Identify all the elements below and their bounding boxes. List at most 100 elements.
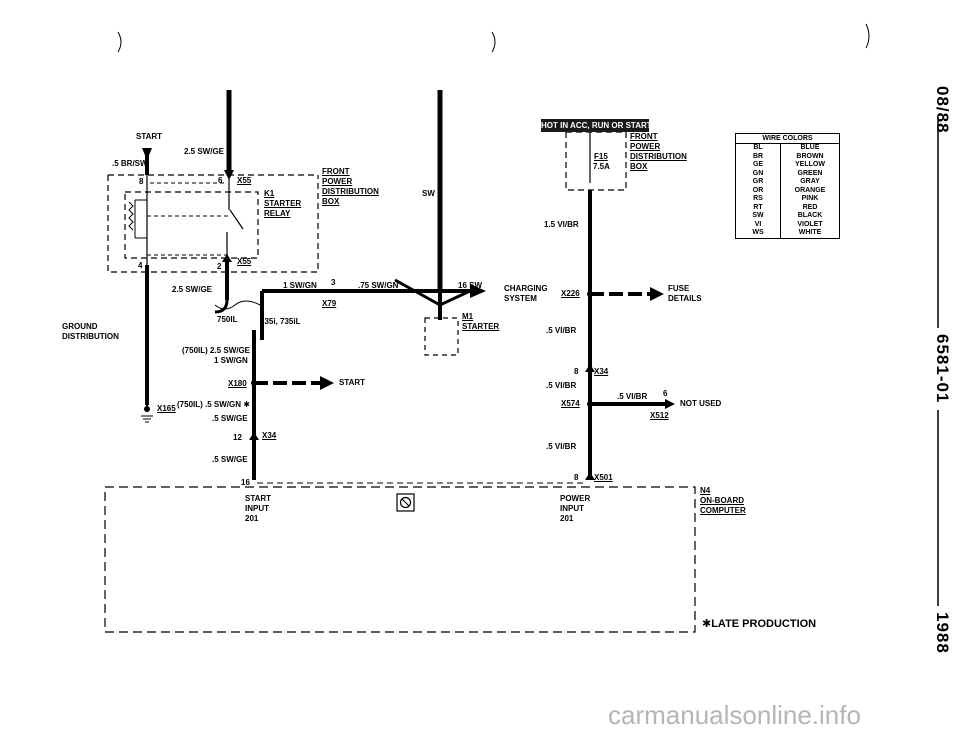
label-power-input-3: 201: [560, 514, 574, 523]
watermark: carmanualsonline.info: [608, 700, 861, 730]
label-wire-5-brsw: .5 BR/SW: [112, 159, 148, 168]
label-start-input-1: START: [245, 494, 272, 503]
split-bracket: [214, 300, 261, 310]
label-n4-3: COMPUTER: [700, 506, 746, 515]
margin-year: 1988: [933, 612, 952, 654]
label-fpd-left-1: FRONT: [322, 167, 350, 176]
diagnostic-socket-icon: [396, 493, 415, 512]
label-wire-5-vibr-b: .5 VI/BR: [546, 381, 577, 390]
wire-color-code: GR: [735, 178, 781, 187]
wire-color-name: ORANGE: [794, 186, 826, 194]
label-ground-1: GROUND: [62, 322, 98, 331]
node-x574: [587, 401, 593, 407]
corner-mark-left: [117, 31, 122, 53]
fpd-box-right: [565, 131, 627, 191]
label-pin-4: 4: [138, 261, 143, 270]
arrow-charging: [470, 284, 486, 298]
label-x79: X79: [322, 299, 337, 308]
label-wire-5-swge-b: .5 SW/GE: [212, 455, 248, 464]
label-wire-15-vibr: 1.5 VI/BR: [544, 220, 579, 229]
wire-color-name: VIOLET: [797, 220, 823, 228]
label-n4-2: ON-BOARD: [700, 496, 744, 505]
label-pin-6-b: 6: [663, 389, 668, 398]
fpd-box-left: [107, 174, 319, 273]
label-start-input-2: INPUT: [245, 504, 269, 513]
label-x501: X501: [594, 473, 613, 482]
connector-x55-bottom: [222, 254, 232, 262]
label-x34-left: X34: [262, 431, 277, 440]
wire-color-code: SW: [735, 212, 781, 221]
label-x512: X512: [650, 411, 669, 420]
label-fpd-right-1: FRONT: [630, 132, 658, 141]
label-not-used: NOT USED: [680, 399, 722, 408]
label-x226: X226: [561, 289, 580, 298]
corner-mark-mid: [491, 31, 496, 53]
label-pin-8-c: 8: [574, 473, 579, 482]
wire-color-row: GR GRAY: [735, 178, 840, 187]
wire-color-row: VI VIOLET: [735, 220, 840, 229]
wire-color-code: RS: [735, 195, 781, 204]
connector-x55-top: [224, 170, 234, 180]
margin-doc-number: 6581-01: [933, 334, 952, 404]
label-m1-1: M1: [462, 312, 474, 321]
wire-color-name: GREEN: [797, 169, 823, 177]
connector-x501: [585, 472, 595, 480]
label-pin-16: 16: [241, 478, 250, 487]
label-f15: F15: [594, 152, 608, 161]
label-wire-5-swge-a: .5 SW/GE: [212, 414, 248, 423]
label-pin-2: 2: [217, 262, 222, 271]
label-power-input-2: INPUT: [560, 504, 584, 513]
wire-color-name: GRAY: [800, 178, 820, 185]
label-k1-3: RELAY: [264, 209, 291, 218]
ground-node: [144, 406, 150, 412]
label-fpd-left-2: POWER: [322, 177, 353, 186]
arrow-fuse: [650, 287, 664, 301]
label-ground-2: DISTRIBUTION: [62, 332, 119, 341]
label-wire-25-swge-top: 2.5 SW/GE: [184, 147, 225, 156]
label-wire-750il-25: (750IL) 2.5 SW/GE: [182, 346, 251, 355]
label-x180: X180: [228, 379, 247, 388]
label-start-input-3: 201: [245, 514, 259, 523]
label-f15-amp: 7.5A: [593, 162, 610, 171]
arrow-x180-start: [320, 376, 334, 390]
wire-color-code: OR: [735, 186, 781, 195]
label-charging-1: CHARGING: [504, 284, 548, 293]
k1-box: [124, 191, 259, 259]
label-k1-1: K1: [264, 189, 275, 198]
m1-box: [424, 317, 459, 356]
label-wire-5-vibr-c: .5 VI/BR: [617, 392, 648, 401]
label-735i: 735i, 735iL: [260, 317, 301, 326]
connector-x34-right: [585, 364, 595, 372]
label-fpd-left-4: BOX: [322, 197, 340, 206]
label-pin-8-b: 8: [574, 367, 579, 376]
wire-color-code: BR: [735, 152, 781, 161]
label-wire-16-sw: 16 SW: [458, 281, 483, 290]
wire-color-name: BLUE: [800, 144, 820, 151]
label-fpd-right-4: BOX: [630, 162, 648, 171]
label-pin-8: 8: [139, 177, 144, 186]
label-x34-right: X34: [594, 367, 609, 376]
hot-power-banner: HOT IN ACC, RUN OR START: [541, 119, 652, 132]
corner-mark-right: [865, 23, 870, 49]
label-start-arrow: START: [339, 378, 366, 387]
arrow-not-used: [665, 399, 675, 409]
node-x180: [251, 380, 257, 386]
label-start-top: START: [136, 132, 163, 141]
node-x226: [587, 291, 593, 297]
wire-color-code: VI: [735, 220, 781, 229]
label-x165: X165: [157, 404, 176, 413]
label-wire-1-swgn-b: 1 SW/GN: [214, 356, 248, 365]
label-x55-top: X55: [237, 176, 252, 185]
margin-date: 08/88: [933, 86, 952, 134]
label-fpd-left-3: DISTRIBUTION: [322, 187, 379, 196]
label-wire-25-swge-mid: 2.5 SW/GE: [172, 285, 213, 294]
wire-color-code: BL: [735, 143, 781, 153]
